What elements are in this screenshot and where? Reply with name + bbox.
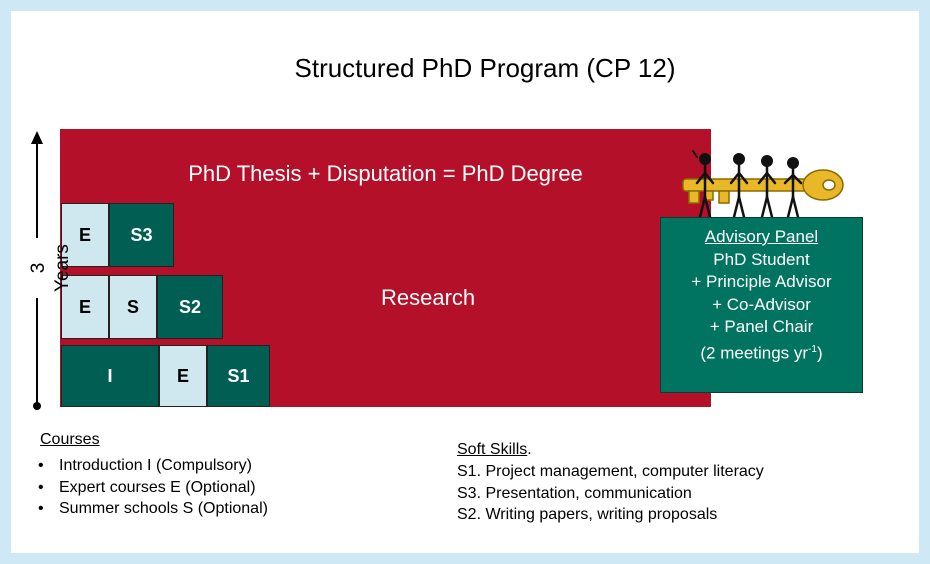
slide: Structured PhD Program (CP 12) PhD Thesi… (11, 11, 919, 553)
list-item: S1. Project management, computer literac… (457, 463, 764, 480)
list-item: •Expert courses E (Optional) (38, 478, 256, 496)
block-row3-expert: E (61, 203, 109, 267)
people-carrying-key-icon (682, 150, 844, 223)
block-row2-expert: E (61, 275, 109, 339)
advisory-panel-line: + Panel Chair (709, 317, 814, 336)
advisory-panel-line: + Principle Advisor (691, 272, 832, 291)
research-label: Research (381, 285, 476, 310)
axis-start-dot-icon (33, 402, 41, 410)
block-row2-s2: S2 (157, 275, 223, 339)
courses-list: •Introduction I (Compulsory) •Expert cou… (35, 457, 268, 522)
block-row1-s1: S1 (207, 345, 270, 407)
advisory-panel-heading: Advisory Panel (704, 227, 819, 246)
thesis-label: PhD Thesis + Disputation = PhD Degree (188, 161, 583, 186)
advisory-panel-meetings: (2 meetings yr-1) (700, 343, 823, 363)
soft-skills-list: S1. Project management, computer literac… (457, 463, 764, 528)
advisory-panel: Advisory Panel PhD Student + Principle A… (660, 217, 863, 393)
list-item: •Introduction I (Compulsory) (38, 457, 252, 474)
block-row3-s3: S3 (109, 203, 174, 267)
page-title: Structured PhD Program (CP 12) (294, 53, 676, 83)
advisory-panel-line: + Co-Advisor (712, 294, 811, 314)
list-item: S2. Writing papers, writing proposals (457, 506, 718, 523)
years-axis-label: 3 Years (27, 238, 73, 298)
courses-heading: Courses (40, 431, 100, 448)
soft-skills-heading: Soft Skills. (457, 441, 532, 458)
list-item: S3. Presentation, communication (457, 484, 692, 502)
list-item: •Summer schools S (Optional) (38, 500, 268, 517)
block-row1-expert: E (159, 345, 207, 407)
advisory-panel-line: PhD Student (713, 249, 810, 269)
block-row1-intro: I (61, 345, 159, 407)
block-row2-summer: S (109, 275, 157, 339)
axis-arrow-up-icon (31, 131, 43, 144)
